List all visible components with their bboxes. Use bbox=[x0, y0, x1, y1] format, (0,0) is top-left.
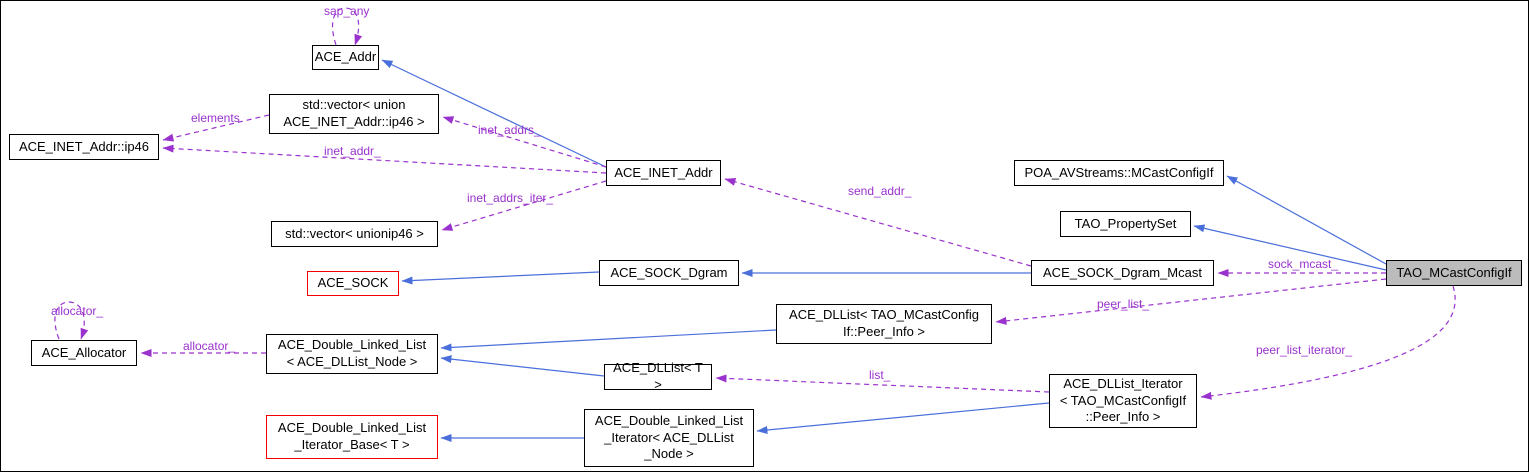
edge-label-list: list_ bbox=[869, 368, 891, 382]
edge-label-sap-any: sap_any bbox=[324, 4, 370, 18]
edge-inheritance-tao-poa bbox=[1226, 175, 1387, 265]
edge-inheritance-dllistpeer-dll bbox=[440, 329, 777, 352]
edge-usage-inet-addrs-iter bbox=[441, 180, 607, 231]
node-ace-dllist-peer-info[interactable]: ACE_DLList< TAO_MCastConfig If::Peer_Inf… bbox=[776, 304, 992, 344]
node-ace-addr[interactable]: ACE_Addr bbox=[312, 45, 379, 70]
node-ace-allocator[interactable]: ACE_Allocator bbox=[31, 340, 137, 366]
node-vector-unionip46[interactable]: std::vector< unionip46 > bbox=[271, 221, 438, 247]
node-ace-inet-addr[interactable]: ACE_INET_Addr bbox=[606, 160, 721, 186]
node-tao-mcastconfigif: TAO_MCastConfigIf bbox=[1386, 260, 1522, 286]
edge-inheritance-dllistt-dll bbox=[440, 355, 605, 377]
edge-label-peer-list-iterator: peer_list_iterator_ bbox=[1256, 343, 1353, 357]
edge-usage-inet-addr bbox=[162, 144, 607, 174]
node-ace-inet-addr-ip46[interactable]: ACE_INET_Addr::ip46 bbox=[9, 134, 159, 160]
edge-label-allocator: allocator_ bbox=[183, 339, 236, 353]
edge-label-inet-addrs: inet_addrs_ bbox=[478, 123, 541, 137]
node-ace-dll-iterator-node[interactable]: ACE_Double_Linked_List _Iterator< ACE_DL… bbox=[584, 409, 754, 467]
edge-label-inet-addr: inet_addr_ bbox=[324, 144, 381, 158]
edge-label-sock-mcast: sock_mcast_ bbox=[1268, 257, 1339, 271]
edge-label-allocator-self: allocator_ bbox=[51, 304, 104, 318]
edge-usage-peer-list-iterator bbox=[1200, 285, 1456, 400]
edge-label-peer-list: peer_list_ bbox=[1097, 297, 1150, 311]
node-ace-sock-dgram-mcast[interactable]: ACE_SOCK_Dgram_Mcast bbox=[1031, 260, 1214, 286]
edge-inheritance-sockdgram-sock bbox=[401, 271, 600, 285]
node-ace-dll-iterator-base[interactable]: ACE_Double_Linked_List _Iterator_Base< T… bbox=[266, 415, 438, 459]
node-ace-dllist-t[interactable]: ACE_DLList< T > bbox=[604, 360, 712, 392]
node-tao-propertyset[interactable]: TAO_PropertySet bbox=[1060, 211, 1191, 237]
node-poa-avstreams-mcastconfigif[interactable]: POA_AVStreams::MCastConfigIf bbox=[1014, 160, 1224, 186]
edge-inheritance-dllistiter-iternode bbox=[756, 402, 1050, 434]
edge-label-inet-addrs-iter: inet_addrs_iter_ bbox=[467, 191, 554, 205]
edge-label-elements: elements bbox=[191, 111, 240, 125]
node-ace-dllist-iterator[interactable]: ACE_DLList_Iterator < TAO_MCastConfigIf … bbox=[1049, 374, 1197, 428]
node-vector-union-ip46[interactable]: std::vector< union ACE_INET_Addr::ip46 > bbox=[269, 94, 439, 134]
node-ace-sock[interactable]: ACE_SOCK bbox=[307, 271, 399, 296]
edge-label-send-addr: send_addr_ bbox=[848, 184, 912, 198]
node-ace-sock-dgram[interactable]: ACE_SOCK_Dgram bbox=[599, 260, 739, 286]
node-ace-double-linked-list[interactable]: ACE_Double_Linked_List < ACE_DLList_Node… bbox=[266, 334, 438, 374]
